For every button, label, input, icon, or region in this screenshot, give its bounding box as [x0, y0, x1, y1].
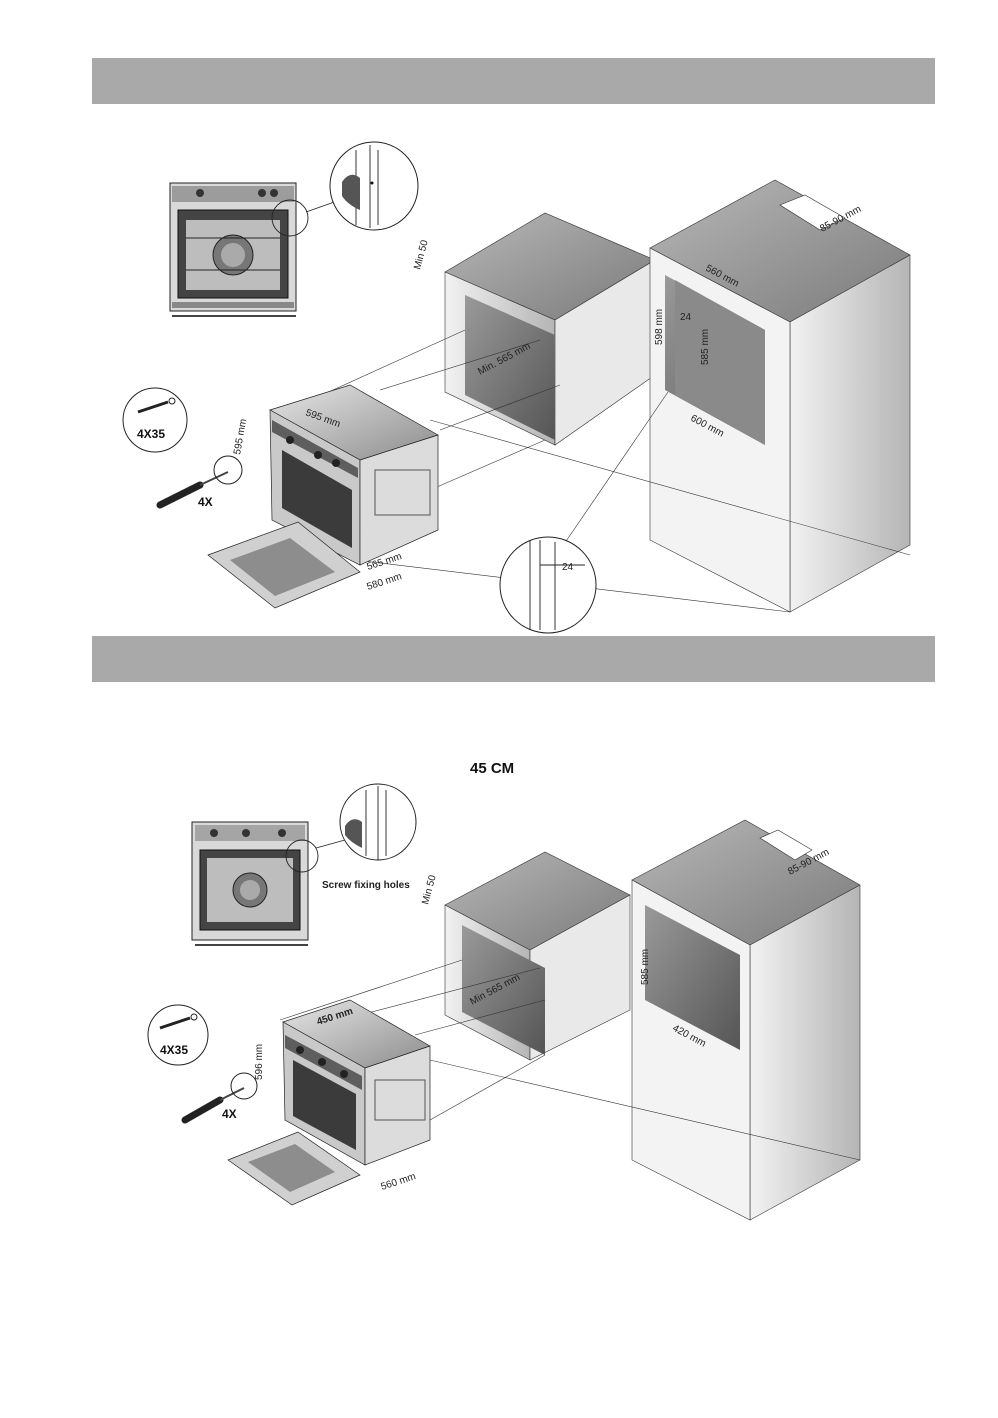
screwdriver-1: 4X [156, 455, 243, 509]
dim-min-top: Min 50 [412, 239, 431, 271]
dim-min-top-2: Min 50 [420, 874, 439, 906]
screw-badge-1: 4X35 [122, 387, 188, 453]
cabinet-left-2 [444, 851, 631, 1061]
cabinet-left [444, 212, 656, 446]
section-header-band-2 [92, 636, 935, 682]
dim-opening-depth-2: 420 mm [671, 1023, 708, 1050]
dim-vent-2: 85-90 mm [786, 847, 831, 878]
screw-count-label-2: 4X [222, 1107, 237, 1121]
dim-oven-depth-2: 580 mm [366, 571, 404, 593]
installation-diagram-60cm: 4X35 4X 24 Min 50 Min. 565 mm 560 mm 598… [122, 141, 911, 634]
screw-hole-detail-1 [305, 141, 419, 231]
screw-holes-label: Screw fixing holes [322, 880, 410, 891]
cabinet-right-2 [631, 819, 861, 1221]
diagram-title-45cm: 45 CM [470, 760, 515, 777]
screwdriver-2: 4X [181, 1072, 258, 1124]
offset-detail-1: 24 [499, 536, 597, 634]
dim-oven-height: 595 mm [232, 418, 249, 455]
oven-isometric-1 [207, 384, 439, 609]
dim-opening-height: 598 mm [654, 309, 665, 345]
screw-size-label-2: 4X35 [160, 1043, 188, 1057]
screw-badge-2: 4X35 [147, 1004, 209, 1066]
cabinet-right [649, 179, 911, 613]
screw-count-label: 4X [198, 495, 213, 509]
oven-front-view-2 [191, 821, 319, 946]
dim-inner-height: 585 mm [700, 329, 711, 365]
section-header-band-1 [92, 58, 935, 104]
projection-lines-2 [279, 959, 861, 1161]
screw-hole-detail-2: Screw fixing holes [315, 783, 417, 891]
dim-min-depth-2: Min 565 mm [468, 972, 522, 1008]
dim-oven-width-2: 450 mm [316, 1006, 355, 1028]
detail-offset-label: 24 [562, 562, 574, 573]
dim-oven-height-2: 596 mm [254, 1044, 265, 1080]
dim-opening-height-2: 585 mm [640, 949, 651, 985]
screw-size-label: 4X35 [137, 427, 165, 441]
dim-offset: 24 [680, 312, 692, 323]
oven-front-view [169, 182, 309, 317]
oven-isometric-2 [227, 999, 431, 1206]
dim-oven-depth-2: 560 mm [380, 1171, 418, 1193]
